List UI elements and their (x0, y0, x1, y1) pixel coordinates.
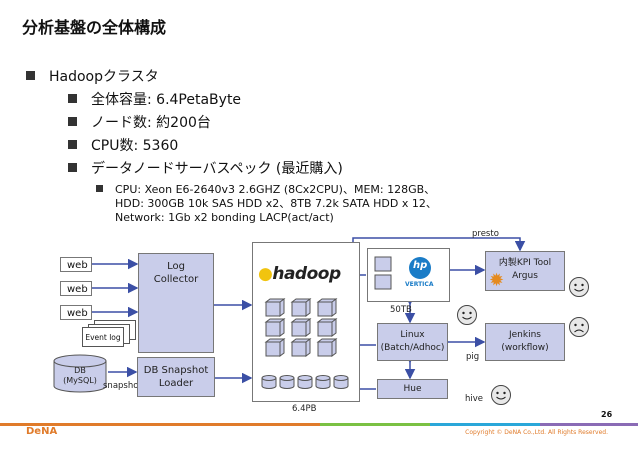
happy-face-icon (457, 305, 477, 325)
footer: DeNA Copyright © DeNA Co.,Ltd. All Right… (0, 423, 638, 451)
bullet-spec-detail: CPU: Xeon E6-2640v3 2.6GHZ (8Cx2CPU)、MEM… (96, 183, 435, 196)
hue-box: Hue (377, 379, 448, 399)
server-icon (290, 298, 312, 317)
argus-mascot-icon: ✹ (489, 270, 505, 291)
hp-logo-icon (409, 257, 431, 279)
web-server-box: web (60, 281, 92, 296)
pig-label: pig (466, 352, 480, 362)
vertica-nodes (374, 256, 431, 290)
sad-face-icon (569, 317, 589, 337)
bullet-hadoop-cluster: Hadoopクラスタ (26, 66, 159, 86)
disk-icon (315, 375, 331, 381)
server-icon (316, 338, 338, 357)
web-server-box: web (60, 257, 92, 272)
footer-accent-bar (540, 423, 638, 426)
bullet-square-icon (26, 71, 35, 80)
page-number: 26 (601, 410, 613, 419)
bullet-spec: データノードサーバスペック (最近購入) (68, 158, 343, 178)
footer-accent-bar (0, 423, 320, 426)
linux-batch-box: Linux(Batch/Adhoc) (377, 323, 448, 361)
disk-icon (261, 375, 277, 381)
footer-accent-bar (430, 423, 540, 426)
vertica-capacity-label: 50TB (390, 305, 412, 315)
dena-logo: DeNA (26, 426, 58, 437)
log-collector-label-line1: Log (167, 261, 185, 272)
bullet-square-icon (96, 185, 103, 192)
server-icon (264, 298, 286, 317)
server-icon (316, 318, 338, 337)
server-icon (374, 256, 392, 272)
disk-icon (279, 375, 295, 381)
happy-face-icon (569, 277, 589, 297)
db-cylinder-icon (53, 354, 107, 393)
server-icon (316, 298, 338, 317)
bullet-square-icon (68, 94, 77, 103)
bullet-square-icon (68, 140, 77, 149)
hadoop-logo: ●hadoop (258, 264, 341, 284)
server-icon (374, 274, 392, 290)
web-server-box: web (60, 305, 92, 320)
arrow-presto (352, 237, 526, 252)
disk-icon (297, 375, 313, 381)
copyright-text: Copyright © DeNA Co.,Ltd. All Rights Res… (465, 429, 608, 436)
bullet-cpu-count: CPU数: 5360 (68, 135, 178, 155)
server-icon (290, 338, 312, 357)
hive-label: hive (465, 394, 484, 404)
server-icon (290, 318, 312, 337)
event-log: Event log (82, 327, 124, 347)
hadoop-elephant-icon: ● (258, 264, 273, 284)
hadoop-capacity-label: 6.4PB (292, 404, 317, 414)
disk-icon (333, 375, 349, 381)
bullet-square-icon (68, 163, 77, 172)
vertica-logo-text: VERTICA (405, 281, 434, 288)
server-icon (264, 318, 286, 337)
bullet-spec-detail-line3: Network: 1Gb x2 bonding LACP(act/act) (115, 211, 334, 224)
bullet-capacity: 全体容量: 6.4PetaByte (68, 89, 241, 109)
bullet-spec-detail-line2: HDD: 300GB 10k SAS HDD x2、8TB 7.2k SATA … (115, 197, 437, 210)
server-icon (264, 338, 286, 357)
bullet-square-icon (68, 117, 77, 126)
hadoop-servers (261, 298, 349, 389)
hp-logo-text: hp (413, 260, 428, 271)
presto-label: presto (472, 229, 499, 239)
footer-accent-bar (320, 423, 430, 426)
db-label: DB(MySQL) (63, 366, 97, 385)
page-title: 分析基盤の全体構成 (22, 18, 167, 37)
bullet-node-count: ノード数: 約200台 (68, 112, 211, 132)
snapshot-label: snapshot (103, 381, 142, 391)
happy-face-icon (491, 385, 511, 405)
jenkins-box: Jenkins(workflow) (485, 323, 565, 361)
log-collector-label-line2: Collector (153, 274, 199, 285)
